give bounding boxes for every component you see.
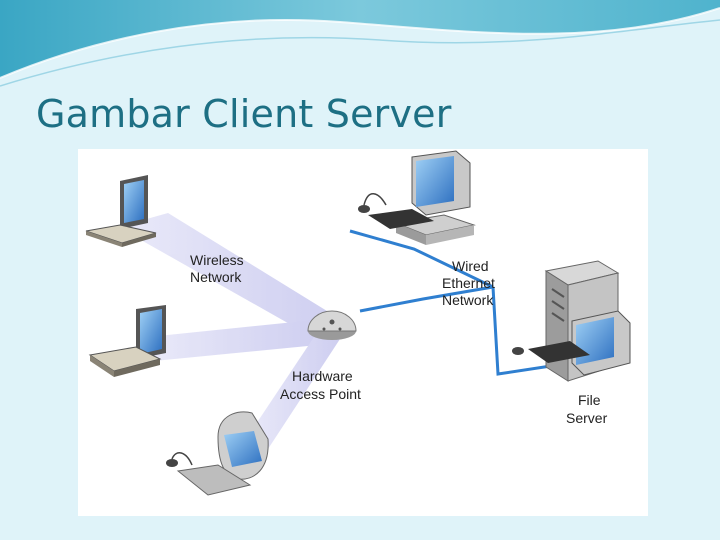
wireless-signal-beams (118, 213, 340, 449)
svg-text:Ethernet: Ethernet (442, 275, 495, 291)
label-wireless-network-line2: Network (190, 269, 242, 285)
label-access-point-line2: Access Point (280, 386, 361, 402)
svg-text:Hardware: Hardware (292, 368, 353, 384)
laptop-computer-top (85, 175, 157, 247)
label-access-point-line1: Hardware (292, 368, 353, 384)
desktop-client-bottom (166, 411, 269, 496)
slide-title: Gambar Client Server (36, 92, 452, 136)
header-wave-decoration (0, 0, 720, 87)
svg-text:Wireless: Wireless (190, 252, 244, 268)
svg-text:Network: Network (442, 292, 494, 308)
label-wired-ethernet-line3: Network (442, 292, 494, 308)
label-file-server-line2: Server (566, 410, 608, 426)
svg-text:Server: Server (566, 410, 608, 426)
label-file-server-line1: File (578, 392, 601, 408)
client-server-diagram: Wireless Network Wired Ethernet Network … (78, 149, 648, 516)
access-point-device (307, 310, 357, 340)
svg-text:Wired: Wired (452, 258, 489, 274)
svg-text:Network: Network (190, 269, 242, 285)
laptop-computer-middle (88, 305, 166, 377)
label-wired-ethernet-line2: Ethernet (442, 275, 495, 291)
label-wired-ethernet-line1: Wired (452, 258, 489, 274)
desktop-client-top (358, 150, 476, 245)
label-wireless-network-line1: Wireless (190, 252, 244, 268)
file-server (512, 260, 631, 382)
svg-text:Access Point: Access Point (280, 386, 361, 402)
svg-text:File: File (578, 392, 601, 408)
wired-ethernet-links (349, 229, 565, 376)
